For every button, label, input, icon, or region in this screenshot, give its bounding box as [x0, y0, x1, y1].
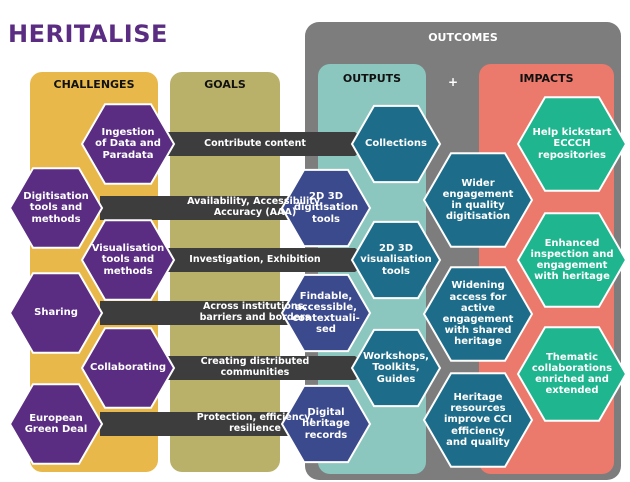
outcome-label: Wider engagement in quality digitisation: [442, 177, 514, 223]
outcome-hexagon: [422, 152, 534, 248]
output-hexagon: [280, 384, 372, 464]
impact-label: Help kickstart ECCCH repositories: [532, 127, 612, 161]
output-hexagon: [280, 273, 372, 353]
challenge-label: Collaborating: [89, 362, 166, 374]
output-hexagon: [350, 220, 442, 300]
impact-label: Enhanced inspection and engagement with …: [530, 237, 614, 283]
output-label: 2D 3D visualisation tools: [360, 243, 432, 277]
output-hexagon: [280, 168, 372, 248]
challenge-label: Ingestion of Data and Paradata: [95, 127, 161, 161]
outcome-label: Widening access for active engagement wi…: [442, 280, 514, 348]
outputs-header: OUTPUTS: [342, 71, 402, 85]
goal-arrow-label: Creating distributed communities: [200, 356, 310, 378]
goal-arrow-label: Protection, efficiency, resilience: [196, 412, 314, 434]
goal-arrow-label: Contribute content: [204, 137, 306, 149]
outcome-hexagon: [422, 372, 534, 468]
output-hexagon: [350, 104, 442, 184]
challenge-label: Visualisation tools and methods: [91, 243, 165, 277]
goal-arrow-label: Across institutions, barriers and border…: [199, 301, 311, 323]
heritalise-logo: HERITALISE: [8, 20, 168, 48]
challenge-label: Digitisation tools and methods: [23, 191, 89, 225]
goal-arrow-label: Investigation, Exhibition: [189, 253, 321, 265]
plus-sign: +: [447, 75, 459, 90]
challenge-hexagon: [80, 103, 176, 185]
challenge-hexagon: [8, 272, 104, 354]
goal-arrow-label: Availability, Accessibility, Accuracy (A…: [187, 196, 323, 218]
output-label: Collections: [365, 138, 427, 150]
challenge-hexagon: [80, 327, 176, 409]
output-label: Findable, accessible, contextuali- sed: [292, 290, 360, 336]
impact-hexagon: [516, 212, 628, 308]
output-hexagon: [350, 328, 442, 408]
impact-label: Thematic collaborations enriched and ext…: [531, 351, 613, 397]
outcome-hexagon: [422, 266, 534, 362]
outcomes-header: OUTCOMES: [428, 30, 498, 44]
challenge-label: European Green Deal: [24, 412, 88, 435]
impacts-header: IMPACTS: [519, 71, 574, 85]
challenge-label: Sharing: [34, 307, 78, 319]
output-label: Workshops, Toolkits, Guides: [363, 351, 429, 385]
impact-hexagon: [516, 326, 628, 422]
goals-header: GOALS: [204, 77, 246, 91]
challenge-hexagon: [8, 383, 104, 465]
challenges-header: CHALLENGES: [53, 77, 135, 91]
outcome-label: Heritage resources improve CCI efficienc…: [444, 392, 512, 448]
output-label: Digital heritage records: [302, 407, 350, 441]
output-label: 2D 3D digitisation tools: [293, 191, 359, 225]
impact-hexagon: [516, 96, 628, 192]
challenge-hexagon: [8, 167, 104, 249]
challenge-hexagon: [80, 219, 176, 301]
